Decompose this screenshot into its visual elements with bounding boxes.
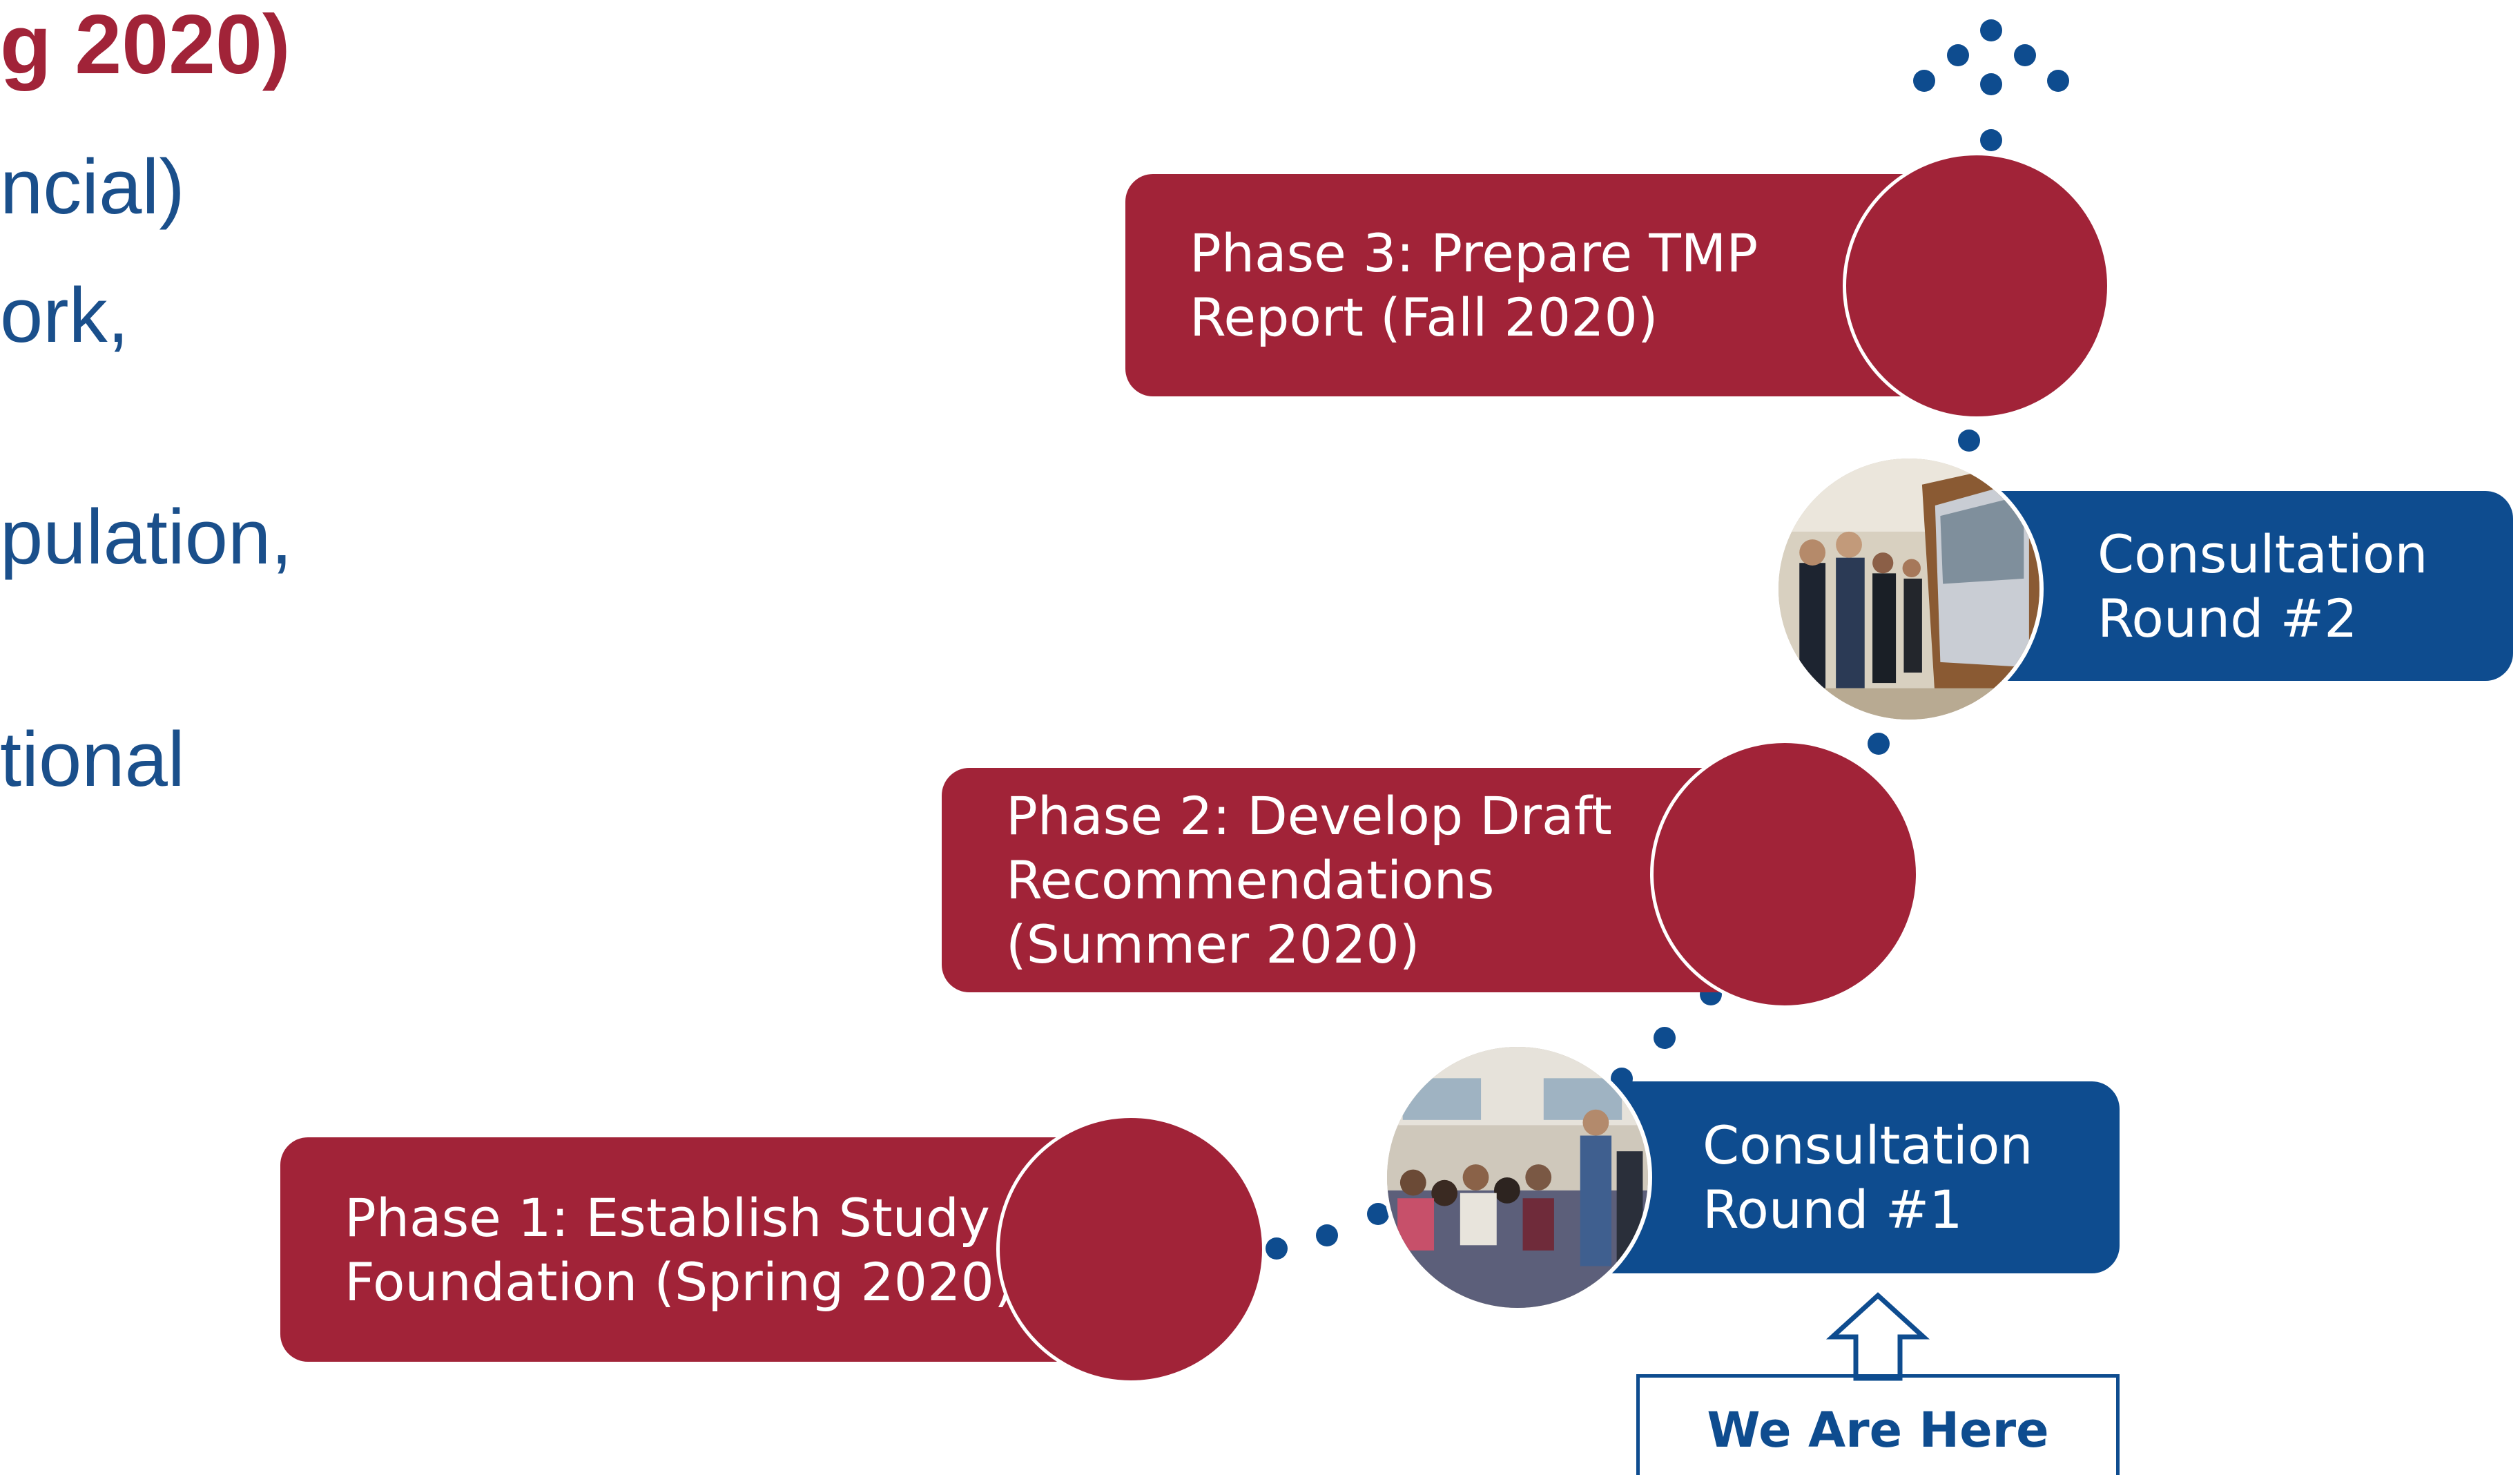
consultation-round-2-photo (1774, 454, 2044, 724)
cropped-line-2: ork, (0, 272, 129, 358)
phase-1-label: Phase 1: Establish Study Foundation (Spr… (345, 1186, 1015, 1313)
cropped-heading: g 2020) (0, 0, 291, 91)
public-meeting-photo-icon (1387, 1047, 1648, 1308)
phase-1-circle (996, 1115, 1266, 1384)
phase-2-label: Phase 2: Develop Draft Recommendations (… (1006, 785, 1612, 975)
open-house-photo-icon (1778, 459, 2039, 720)
trail-dot (1868, 733, 1890, 755)
cropped-line-3: pulation, (0, 494, 293, 580)
trail-dot (1913, 70, 1935, 92)
consultation-round-1-photo (1383, 1043, 1652, 1312)
trail-dot (1958, 430, 1980, 452)
trail-dot (1980, 129, 2002, 151)
cropped-line-4: tional (0, 716, 185, 802)
trail-dot (1654, 1027, 1676, 1049)
trail-dot (1316, 1224, 1338, 1246)
trail-dot (1266, 1237, 1288, 1260)
phase-3-circle (1843, 152, 2111, 420)
phase-3-label: Phase 3: Prepare TMP Report (Fall 2020) (1190, 222, 1758, 348)
cropped-line-1: ncial) (0, 144, 185, 230)
consultation-round-2-label: Consultation Round #2 (2097, 523, 2428, 649)
phase-2-circle (1650, 740, 1919, 1009)
consultation-round-2-box: Consultation Round #2 (1975, 491, 2513, 681)
up-arrow-outline-icon (1825, 1292, 1930, 1381)
trail-dot (2047, 70, 2069, 92)
consultation-round-1-label: Consultation Round #1 (1703, 1115, 2033, 1240)
trail-dot (2014, 44, 2036, 66)
trail-dot (1980, 19, 2002, 41)
trail-dot (1947, 44, 1969, 66)
trail-dot (1980, 73, 2002, 95)
phase-3-box: Phase 3: Prepare TMP Report (Fall 2020) (1125, 174, 1981, 396)
phase-1-box: Phase 1: Establish Study Foundation (Spr… (280, 1137, 1136, 1362)
consultation-round-1-box: Consultation Round #1 (1574, 1081, 2120, 1273)
we-are-here-label: We Are Here (1636, 1374, 2120, 1475)
